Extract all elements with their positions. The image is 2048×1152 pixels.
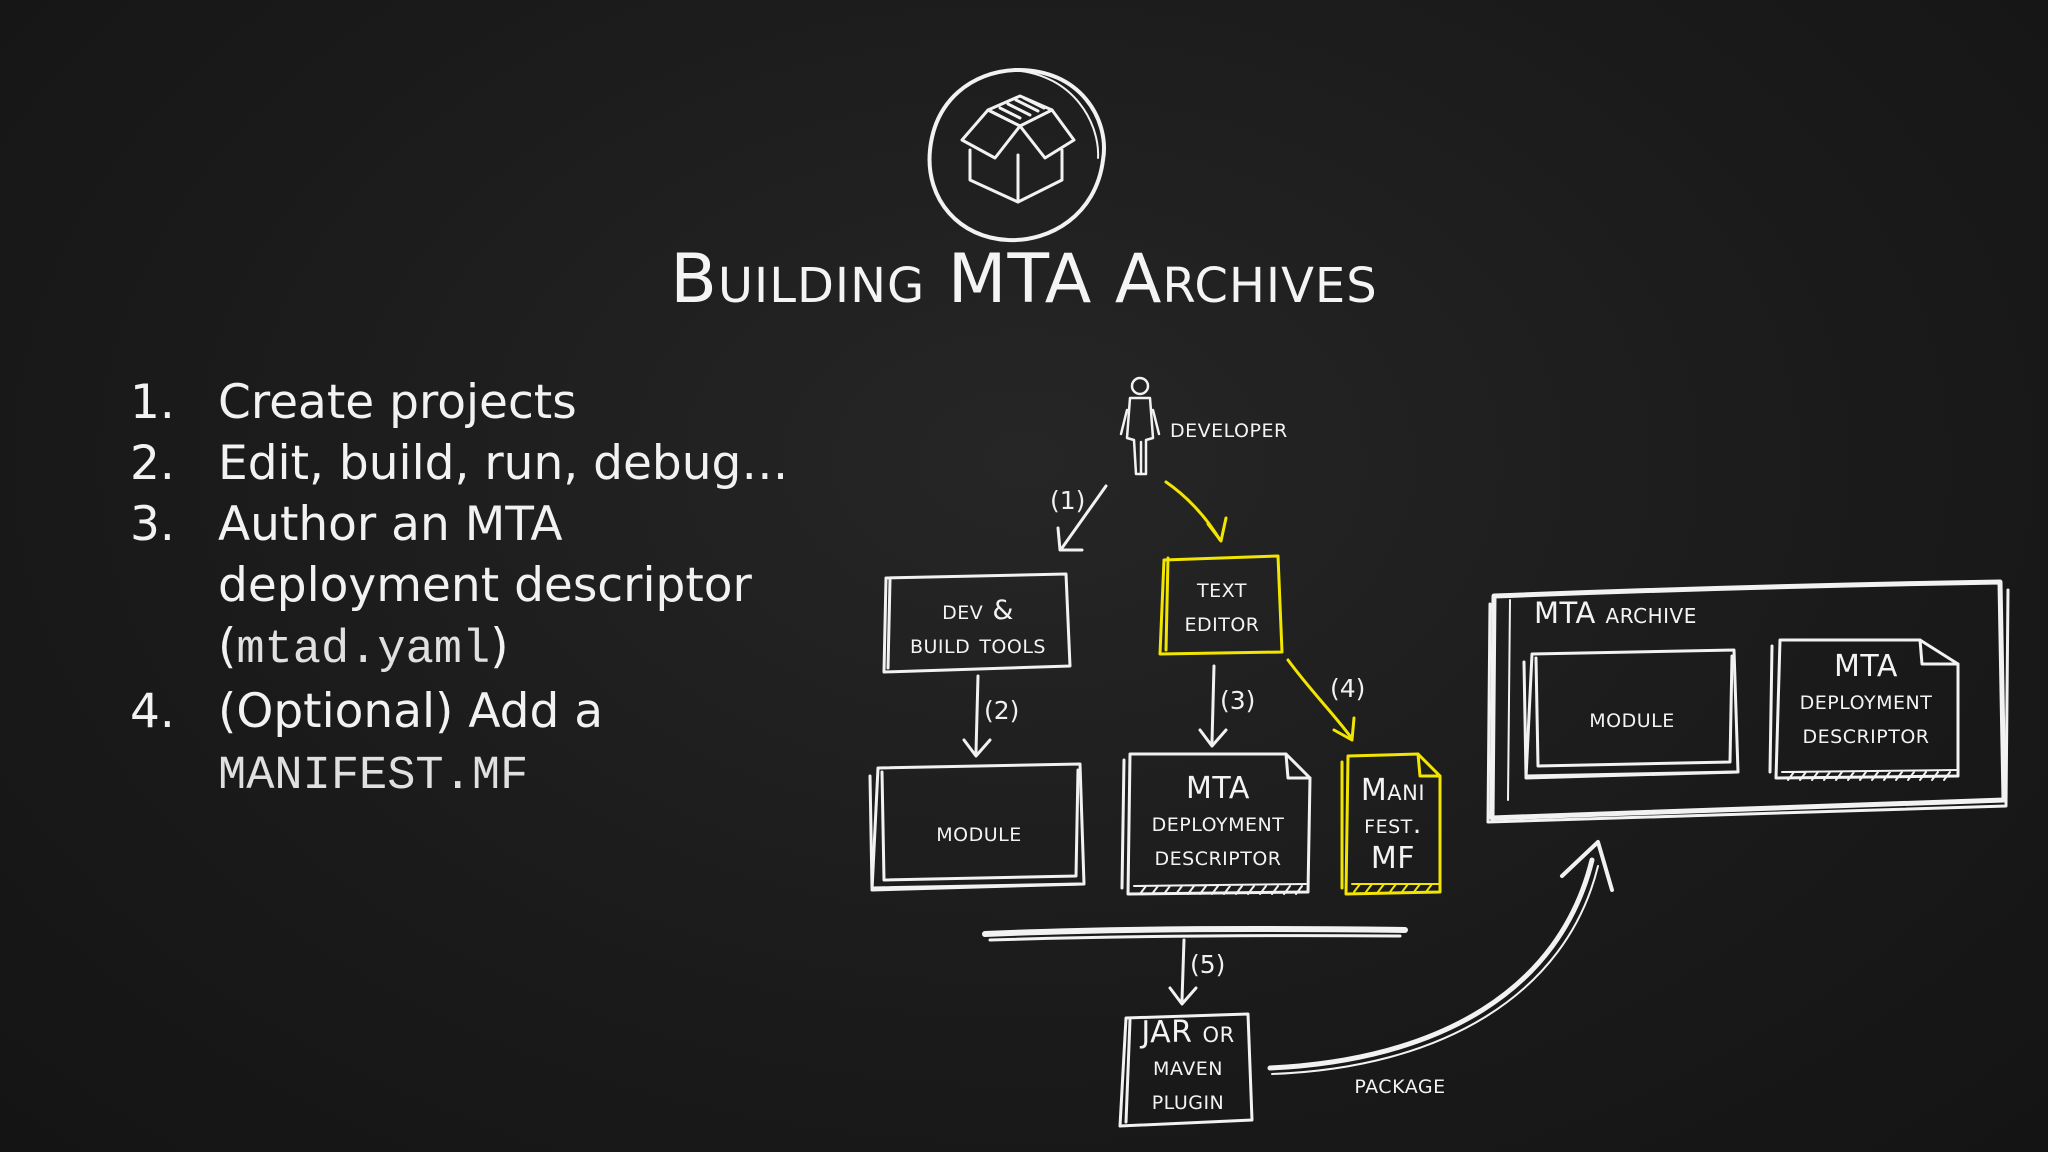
text-editor-label: text editor: [1184, 573, 1260, 638]
package-arrow: [1267, 857, 1595, 1071]
step-1-label: (1): [1050, 486, 1086, 515]
text-editor-box: [1158, 554, 1284, 656]
arrow-step-4: [1286, 658, 1352, 738]
manifest-document: [1344, 752, 1442, 896]
jar-maven-plugin-box: [1118, 1012, 1254, 1128]
arrow-step-3: [1210, 664, 1216, 744]
slide-title: Building MTA Archives: [670, 240, 1378, 319]
module-label: module: [936, 817, 1022, 848]
step-5-label: (5): [1190, 950, 1226, 979]
step-4-label: (4): [1330, 674, 1366, 703]
package-label: package: [1354, 1069, 1446, 1100]
list-item: 1. Create projects: [130, 375, 577, 430]
manifest-label: Mani fest. MF: [1360, 773, 1426, 876]
developer-figure-icon: [1119, 376, 1161, 476]
arrow-step-1: [1060, 484, 1108, 550]
arrow-step-2: [974, 674, 980, 754]
archive-descriptor-label: MTA deployment descriptor: [1799, 649, 1933, 751]
list-item: 2. Edit, build, run, debug…: [130, 436, 789, 491]
arrow-step-5: [1180, 938, 1186, 1002]
mta-descriptor-label: MTA deployment descriptor: [1151, 771, 1285, 873]
mta-descriptor-document: [1126, 752, 1312, 896]
code-manifest: MANIFEST.MF: [218, 750, 529, 803]
dev-build-tools-box: [882, 572, 1072, 674]
module-box: [870, 762, 1086, 892]
developer-label: developer: [1170, 413, 1288, 444]
archive-module-box: [1524, 648, 1740, 780]
step-3-label: (3): [1220, 686, 1256, 715]
archive-module-label: module: [1589, 703, 1675, 734]
mta-archive-container: [1489, 579, 2007, 821]
list-item: 3. Author an MTA deployment descriptor (…: [130, 497, 752, 677]
collect-bar: [982, 926, 1408, 937]
open-box-icon: [927, 67, 1106, 243]
jar-maven-plugin-label: JAR or maven plugin: [1141, 1015, 1235, 1117]
steps-list: 1. Create projects 2. Edit, build, run, …: [130, 372, 788, 807]
archive-descriptor-document: [1774, 638, 1960, 780]
step-2-label: (2): [984, 696, 1020, 725]
mta-archive-label: MTA archive: [1534, 596, 1697, 630]
dev-build-tools-label: dev & build tools: [909, 595, 1046, 660]
code-mtad-yaml: mtad.yaml: [236, 624, 491, 677]
